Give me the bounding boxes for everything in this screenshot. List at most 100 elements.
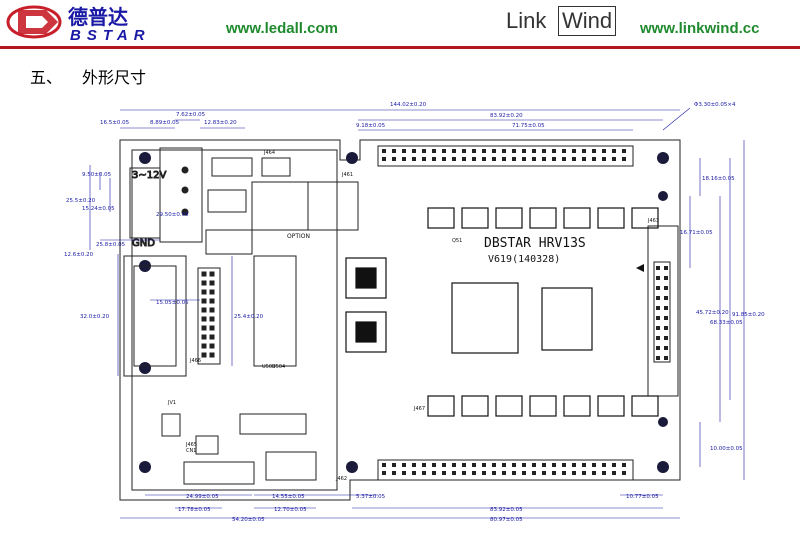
section-number: 五、: [30, 68, 63, 87]
pin: [522, 149, 526, 153]
pin: [622, 157, 626, 161]
dim-45-72: 45.72±0.20: [696, 310, 729, 316]
pin: [462, 149, 466, 153]
ref-jv1: JV1: [167, 400, 176, 406]
pin: [572, 471, 576, 475]
pin: [382, 471, 386, 475]
hole-icon: [657, 152, 669, 164]
pin: [392, 157, 396, 161]
pin: [664, 346, 668, 350]
dim-24-99: 24.99±0.05: [186, 494, 219, 500]
pin: [472, 471, 476, 475]
dbstar-logo: 德普达 BSTAR: [6, 5, 145, 44]
driver-chip: [597, 207, 625, 229]
ref-j466: J466: [189, 358, 201, 364]
pin: [452, 149, 456, 153]
pin: [572, 463, 576, 467]
pin: [664, 316, 668, 320]
pin: [656, 336, 660, 340]
dim-68-33: 68.33±0.05: [710, 320, 743, 326]
pin: [482, 157, 486, 161]
pin: [602, 149, 606, 153]
dim-15-05: 15.05±0.05: [156, 300, 189, 306]
pin: [522, 157, 526, 161]
pin: [382, 149, 386, 153]
header-j461: [377, 145, 634, 167]
board-version: V619(140328): [488, 254, 560, 265]
pin: [502, 463, 506, 467]
pin: [452, 157, 456, 161]
driver-chip: [529, 207, 557, 229]
page-header: 德普达 BSTAR www.ledall.com Link Wind www.l…: [0, 0, 800, 49]
driver-chip: [563, 395, 591, 417]
pin: [664, 266, 668, 270]
header-j463: [636, 225, 679, 397]
dim-12-83: 12.83±0.20: [204, 120, 237, 126]
small-connectors: [161, 157, 359, 485]
dim-14-55: 14.55±0.05: [272, 494, 305, 500]
pin: [422, 157, 426, 161]
dim-16-5: 16.5±0.05: [100, 120, 130, 126]
pin: [582, 471, 586, 475]
pin: [532, 149, 536, 153]
pin: [572, 149, 576, 153]
dim-25-5: 25.5±0.20: [66, 198, 96, 204]
pin: [462, 157, 466, 161]
mounting-holes: [139, 152, 669, 473]
pin: [472, 463, 476, 467]
driver-chip: [427, 395, 455, 417]
pin: [664, 336, 668, 340]
dim-80-97: 80.97±0.05: [490, 517, 523, 523]
pin: [442, 149, 446, 153]
dim-7-62: 7.62±0.05: [176, 112, 206, 118]
hole-icon: [139, 152, 151, 164]
power-connector: 3~12V GND: [129, 147, 203, 250]
pin: [552, 157, 556, 161]
pin: [656, 296, 660, 300]
pin: [562, 471, 566, 475]
pin: [552, 463, 556, 467]
url-right[interactable]: www.linkwind.cc: [640, 20, 760, 37]
pin: [209, 316, 215, 322]
pin: [562, 463, 566, 467]
pin: [452, 471, 456, 475]
hole-icon: [658, 417, 668, 427]
dim-25-4: 25.4±0.20: [234, 314, 264, 320]
gnd-label: GND: [132, 238, 155, 249]
pin: [612, 149, 616, 153]
ic-chips: [345, 207, 659, 417]
pin: [656, 356, 660, 360]
pin: [452, 463, 456, 467]
pin: [412, 157, 416, 161]
pin: [209, 307, 215, 313]
dim-16-7: 16.71±0.05: [680, 230, 713, 236]
pin: [209, 298, 215, 304]
pin: [402, 471, 406, 475]
pin: [422, 149, 426, 153]
pin: [201, 352, 207, 358]
dimension-labels: 144.02±0.20 83.92±0.20 71.75±0.05 9.18±0…: [64, 102, 765, 523]
pin: [209, 343, 215, 349]
dim-hole: Φ3.30±0.05×4: [694, 102, 736, 108]
ref-j463: J463: [647, 218, 659, 224]
dim-9-5: 9.50±0.05: [82, 172, 112, 178]
pin: [562, 149, 566, 153]
pin: [432, 157, 436, 161]
pin: [502, 471, 506, 475]
pin: [392, 149, 396, 153]
logo-cn-text: 德普达: [68, 5, 128, 29]
pin: [482, 471, 486, 475]
pin: [412, 463, 416, 467]
url-left[interactable]: www.ledall.com: [226, 20, 338, 37]
pin: [201, 334, 207, 340]
section-heading: 五、外形尺寸: [30, 64, 146, 88]
hole-icon: [139, 461, 151, 473]
pin: [656, 306, 660, 310]
pin: [512, 471, 516, 475]
ref-u503: U503: [262, 364, 275, 370]
pin: [582, 157, 586, 161]
driver-chip: [495, 395, 523, 417]
board-outline: [119, 139, 681, 501]
dim-29-5: 29.50±0.05: [156, 212, 189, 218]
driver-chip: [461, 395, 489, 417]
